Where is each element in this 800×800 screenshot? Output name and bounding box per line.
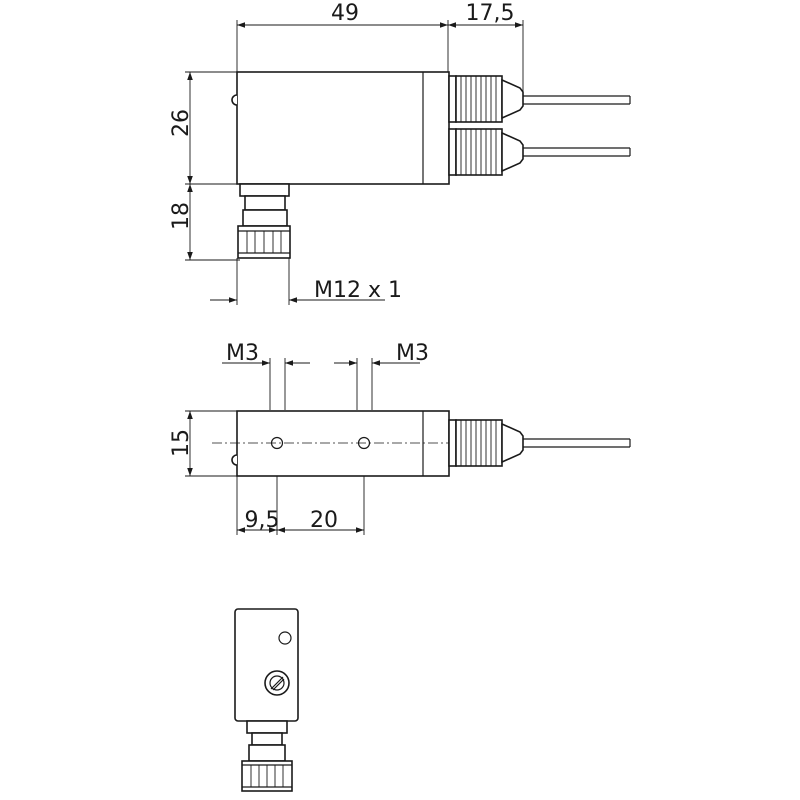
top-view: 49 17,5 26 18 M12 x 1	[169, 1, 631, 305]
dim-label-9-5: 9,5	[245, 508, 280, 533]
cable-gland-lower	[448, 128, 631, 176]
dim-label-17-5: 17,5	[466, 1, 515, 26]
dim-label-thread: M12 x 1	[314, 278, 402, 303]
dimension-width-connector: 17,5	[448, 1, 524, 95]
dim-label-49: 49	[331, 1, 359, 26]
m12-plug-front	[241, 720, 293, 792]
dim-label-m3-right: M3	[396, 341, 429, 366]
sensor-body-front	[234, 608, 299, 722]
dim-label-18: 18	[169, 202, 194, 230]
front-view	[234, 608, 299, 792]
dimension-thread: M12 x 1	[210, 255, 402, 305]
dimension-hole-positions: 9,5 20	[236, 448, 365, 535]
cable-gland-upper	[448, 75, 631, 123]
dimension-hole-right: M3	[334, 341, 429, 410]
dimension-width-body: 49	[236, 1, 449, 75]
sensor-body-top	[231, 71, 450, 185]
dim-label-20: 20	[310, 508, 338, 533]
adjustment-screw-icon	[264, 670, 290, 696]
dim-label-26: 26	[169, 109, 194, 137]
dim-label-15: 15	[169, 429, 194, 457]
side-view: M3 M3 15 9,5 20	[169, 341, 631, 535]
m12-plug-top	[237, 183, 291, 259]
indicator-hole	[278, 631, 292, 645]
sensor-body-side	[212, 410, 460, 477]
dimension-height-body: 26	[169, 71, 237, 185]
dimension-height-plug: 18	[169, 184, 240, 261]
dim-label-m3-left: M3	[226, 341, 259, 366]
dimension-height-side: 15	[169, 410, 237, 477]
dimension-hole-left: M3	[222, 341, 310, 410]
cable-gland-side	[448, 419, 631, 467]
